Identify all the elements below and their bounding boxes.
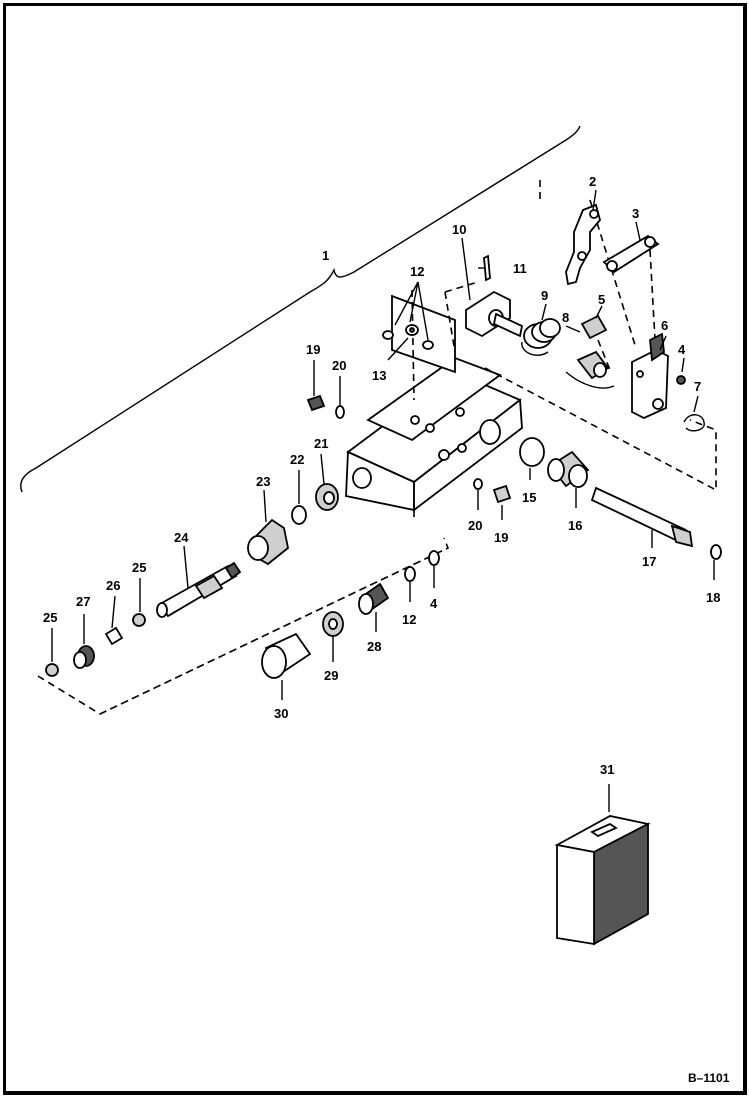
callout-3: 3 (632, 206, 639, 221)
callout-30: 30 (274, 706, 288, 721)
assembly-brace (20, 125, 581, 493)
part-5-pin (580, 314, 608, 340)
callout-13: 13 (372, 368, 386, 383)
part-26-spacer (104, 626, 124, 646)
part-18-oring (710, 544, 722, 560)
page-border (3, 3, 747, 1095)
callout-21: 21 (314, 436, 328, 451)
part-30-cap (261, 632, 312, 679)
part-6-lever (631, 332, 669, 419)
part-11-roll-pin (483, 254, 491, 282)
part-20-oring-upper (335, 405, 345, 419)
callout-12-bottom: 12 (402, 612, 416, 627)
callout-28: 28 (367, 639, 381, 654)
part-3-link-plate (602, 234, 660, 274)
part-23-cap (247, 518, 289, 566)
part-19-plug-lower (492, 484, 512, 504)
part-20-oring-lower (473, 478, 483, 490)
part-4-ring-lower (428, 550, 440, 566)
part-10-bracket (465, 290, 524, 338)
callout-1: 1 (322, 248, 329, 263)
part-24-spool (156, 561, 242, 618)
callout-6: 6 (661, 318, 668, 333)
callout-19-bottom: 19 (494, 530, 508, 545)
part-25-washer-upper (132, 613, 146, 627)
part-17-shaft (590, 486, 694, 548)
callout-27: 27 (76, 594, 90, 609)
part-28-plunger (358, 582, 390, 615)
part-31-seal-kit-box (554, 815, 651, 946)
callout-labels: 1 2 3 10 11 12 9 5 8 6 4 7 19 20 13 21 2… (43, 174, 720, 777)
callout-26: 26 (106, 578, 120, 593)
part-7-clip (683, 414, 705, 432)
callout-7: 7 (694, 379, 701, 394)
part-22-oring (291, 505, 307, 525)
callout-5: 5 (598, 292, 605, 307)
callout-29: 29 (324, 668, 338, 683)
callout-8: 8 (562, 310, 569, 325)
callout-18: 18 (706, 590, 720, 605)
part-15-seal (519, 437, 545, 467)
leader-lines (51, 189, 715, 812)
figure-reference: B–1101 (688, 1071, 730, 1085)
callout-16: 16 (568, 518, 582, 533)
spring-arm (565, 371, 615, 389)
part-8-bushing (576, 350, 610, 380)
part-16-bushing (547, 450, 590, 488)
callout-4-top: 4 (678, 342, 686, 357)
lever-group-outline (444, 281, 717, 492)
part-27-spring (73, 645, 95, 669)
callout-12-top: 12 (410, 264, 424, 279)
callout-19-top: 19 (306, 342, 320, 357)
part-25-washer-lower (45, 663, 59, 677)
spool-group-outline (37, 537, 450, 715)
callout-17: 17 (642, 554, 656, 569)
callout-22: 22 (290, 452, 304, 467)
part-2-control-link (565, 203, 601, 286)
callout-9: 9 (541, 288, 548, 303)
part-12-orings-top (382, 324, 434, 350)
valve-housing (345, 294, 523, 512)
callout-31: 31 (600, 762, 614, 777)
part-12-oring-lower (404, 566, 416, 582)
callout-25-lower: 25 (43, 610, 57, 625)
callout-11: 11 (513, 261, 527, 276)
callout-25-upper: 25 (132, 560, 146, 575)
callout-20-bottom: 20 (468, 518, 482, 533)
callout-24: 24 (174, 530, 189, 545)
part-9-torsion-spring (521, 318, 561, 356)
callout-20-top: 20 (332, 358, 346, 373)
callout-4-bottom: 4 (430, 596, 438, 611)
part-21-nut (315, 483, 339, 511)
callout-2: 2 (589, 174, 596, 189)
callout-23: 23 (256, 474, 270, 489)
part-4-nut (676, 375, 686, 385)
part-29-nut (322, 611, 344, 637)
callout-10: 10 (452, 222, 466, 237)
part-19-plug-upper (306, 394, 326, 412)
callout-15: 15 (522, 490, 536, 505)
